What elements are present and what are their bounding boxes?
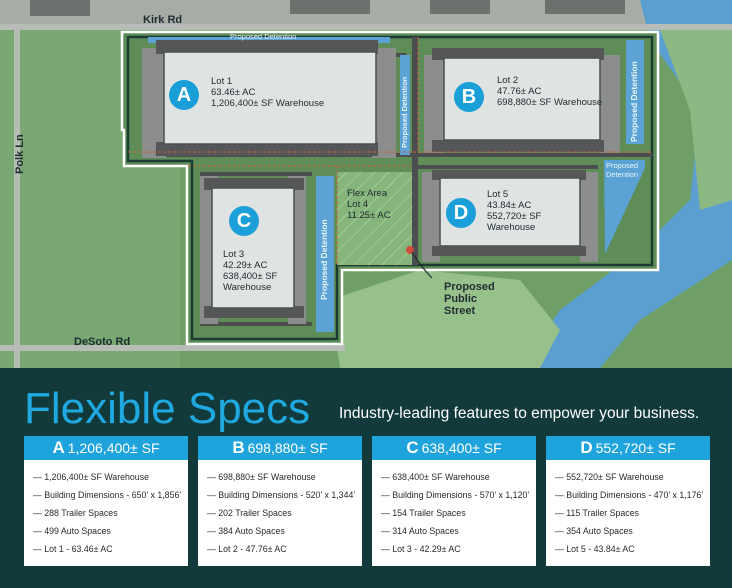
proposed-public-street-label: Proposed Public Street: [444, 281, 495, 317]
flex-area-info: Flex Area Lot 4 11.25± AC: [347, 188, 391, 221]
detention-label-right: Proposed Detention: [629, 61, 639, 142]
detention-label-top: Proposed Detention: [230, 32, 297, 41]
detention-label-east: Proposed Detention: [606, 161, 639, 179]
spec-item: — Lot 2 - 47.76± AC: [207, 544, 287, 554]
road-label-desoto: DeSoto Rd: [74, 336, 131, 348]
lot-b-marker: B: [454, 82, 484, 112]
site-plan-graphic: [0, 0, 732, 368]
spec-list: — 1,206,400± SF Warehouse — Building Dim…: [24, 460, 188, 558]
spec-item: — 354 Auto Spaces: [555, 526, 633, 536]
spec-item: — 552,720± SF Warehouse: [555, 472, 664, 482]
spec-item: — 115 Trailer Spaces: [555, 508, 639, 518]
lot-b-info: Lot 2 47.76± AC 698,880± SF Warehouse: [497, 75, 603, 108]
spec-item: — Lot 5 - 43.84± AC: [555, 544, 635, 554]
spec-item: — 202 Trailer Spaces: [207, 508, 292, 518]
site-plan-map: Kirk Rd Polk Ln DeSoto Rd Proposed Publi…: [0, 0, 732, 368]
spec-item: — 698,880± SF Warehouse: [207, 472, 316, 482]
lot-c-marker: C: [229, 206, 259, 236]
lot-d-info: Lot 5 43.84± AC 552,720± SF Warehouse: [487, 189, 542, 233]
spec-item: — Building Dimensions - 470’ x 1,176’: [555, 490, 704, 500]
spec-item: — Lot 1 - 63.46± AC: [33, 544, 113, 554]
lot-c-info: Lot 3 42.29± AC 638,400± SF Warehouse: [223, 249, 278, 293]
spec-item: — 154 Trailer Spaces: [381, 508, 466, 518]
lot-d-marker: D: [446, 198, 476, 228]
specs-subtitle: Industry-leading features to empower you…: [339, 405, 700, 422]
spec-item: — Building Dimensions - 570’ x 1,120’: [381, 490, 530, 500]
road-label-polk: Polk Ln: [14, 134, 26, 174]
spec-item: — 288 Trailer Spaces: [33, 508, 118, 518]
specs-title: Flexible Specs: [24, 384, 311, 433]
lot-a-marker: A: [169, 80, 199, 110]
spec-item: — 314 Auto Spaces: [381, 526, 459, 536]
spec-item: — Building Dimensions - 520’ x 1,344’: [207, 490, 356, 500]
spec-item: — 384 Auto Spaces: [207, 526, 285, 536]
spec-item: — Building Dimensions - 650’ x 1,856’: [33, 490, 182, 500]
lot-a-info: Lot 1 63.46± AC 1,206,400± SF Warehouse: [211, 76, 325, 109]
detention-label-mid: Proposed Detention: [400, 76, 409, 148]
spec-list: — 638,400± SF Warehouse — Building Dimen…: [372, 460, 536, 558]
road-label-kirk: Kirk Rd: [143, 14, 183, 26]
spec-item: — 638,400± SF Warehouse: [381, 472, 490, 482]
spec-item: — 1,206,400± SF Warehouse: [33, 472, 149, 482]
spec-item: — 499 Auto Spaces: [33, 526, 111, 536]
spec-item: — Lot 3 - 42.29± AC: [381, 544, 461, 554]
spec-list: — 552,720± SF Warehouse — Building Dimen…: [546, 460, 710, 558]
detention-label-west: Proposed Detention: [319, 219, 329, 300]
spec-list: — 698,880± SF Warehouse — Building Dimen…: [198, 460, 362, 558]
